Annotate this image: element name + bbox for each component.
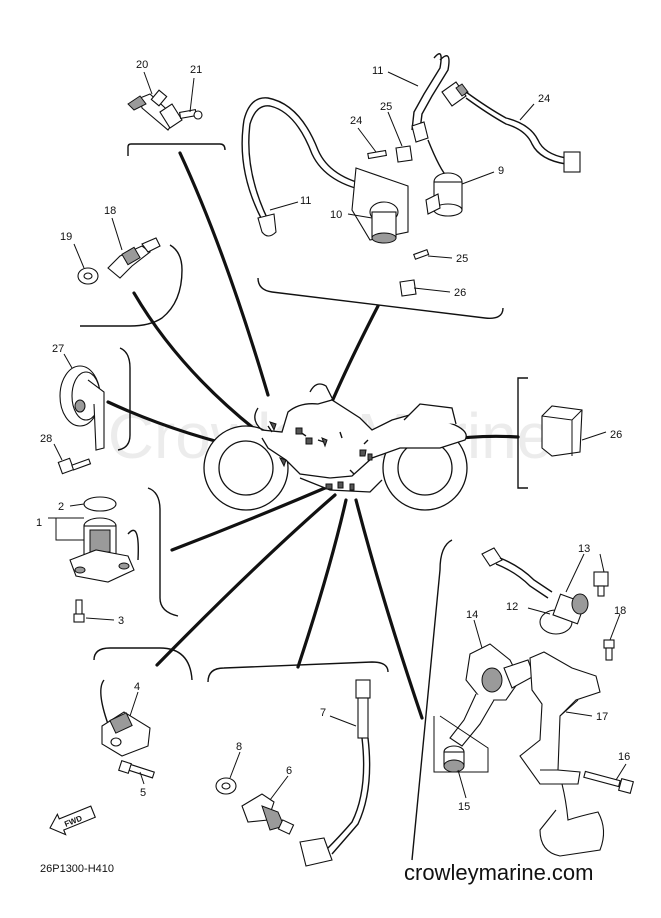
part-8-washer xyxy=(215,777,237,795)
callout-20: 19 xyxy=(60,231,72,243)
callout-11-top: 11 xyxy=(372,65,383,77)
callout-19: 18 xyxy=(104,205,116,217)
part-16-bolt xyxy=(583,770,635,795)
callout-13: 13 xyxy=(578,543,590,555)
part-22-bolt xyxy=(178,109,203,120)
part-6-sensor xyxy=(241,793,295,835)
part-15-collar xyxy=(443,745,465,773)
callout-24-bottom: 25 xyxy=(456,253,468,265)
part-23-sensor-lead xyxy=(441,81,581,173)
callout-1: 1 xyxy=(36,517,42,529)
callout-4: 4 xyxy=(134,681,140,693)
part-25-collars xyxy=(395,145,417,297)
part-27-horn xyxy=(59,365,105,451)
part-19-sensor xyxy=(107,237,161,279)
part-12-sensor xyxy=(481,547,589,635)
callout-5: 5 xyxy=(140,787,146,799)
callout-21: 20 xyxy=(136,59,148,71)
part-13-bolt xyxy=(593,571,609,597)
callout-25-bottom: 26 xyxy=(454,287,466,299)
callout-12: 12 xyxy=(506,601,518,613)
part-24-bolts xyxy=(367,149,430,260)
part-5-bolt xyxy=(118,760,155,779)
callout-9: 9 xyxy=(498,165,504,177)
fwd-arrow: FWD xyxy=(49,805,96,836)
part-2-o-ring xyxy=(83,496,117,512)
callout-6: 6 xyxy=(286,765,292,777)
callout-labels: 20 21 18 19 11 25 24 24 11 10 9 25 26 27… xyxy=(36,59,630,813)
callout-23: 24 xyxy=(538,93,550,105)
part-26-relay xyxy=(541,405,583,457)
part-21-sensor xyxy=(127,89,183,131)
callout-15: 15 xyxy=(458,801,470,813)
vehicle-silhouette xyxy=(203,383,468,511)
part-4-sensor xyxy=(100,679,151,757)
callout-leaders xyxy=(48,71,627,801)
drawing-code: 26P1300-H410 xyxy=(40,863,114,875)
callout-27: 27 xyxy=(52,343,64,355)
callout-22: 21 xyxy=(190,64,202,76)
callout-7: 7 xyxy=(320,707,326,719)
part-7-sensor-lead xyxy=(299,679,371,867)
callout-14: 14 xyxy=(466,609,478,621)
callout-2: 2 xyxy=(58,501,64,513)
part-3-bolt xyxy=(73,599,85,623)
callout-17: 17 xyxy=(596,711,608,723)
callout-25-top: 25 xyxy=(380,101,392,113)
part-1-sensor xyxy=(69,517,139,583)
callout-8: 8 xyxy=(236,741,242,753)
callout-11-left: 11 xyxy=(300,195,311,207)
part-9-ignition-coil xyxy=(425,172,463,217)
callout-3: 3 xyxy=(118,615,124,627)
website-text[interactable]: crowleymarine.com xyxy=(404,860,594,885)
callout-28: 28 xyxy=(40,433,52,445)
part-15-bracket-outline xyxy=(433,715,489,773)
callout-24-top: 24 xyxy=(350,115,362,127)
part-14-shift-arm xyxy=(449,643,535,747)
part-20-washer xyxy=(77,267,99,285)
callout-18-num: 18 xyxy=(614,605,626,617)
callout-16: 16 xyxy=(618,751,630,763)
callout-10: 10 xyxy=(330,209,342,221)
part-10-ignition-coil xyxy=(351,167,409,244)
part-28-bolt xyxy=(57,457,92,475)
callout-26-num: 26 xyxy=(610,429,622,441)
part-11-plug-lead xyxy=(241,53,450,237)
part-18-bolt xyxy=(603,639,615,661)
part-17-bracket xyxy=(519,651,605,857)
